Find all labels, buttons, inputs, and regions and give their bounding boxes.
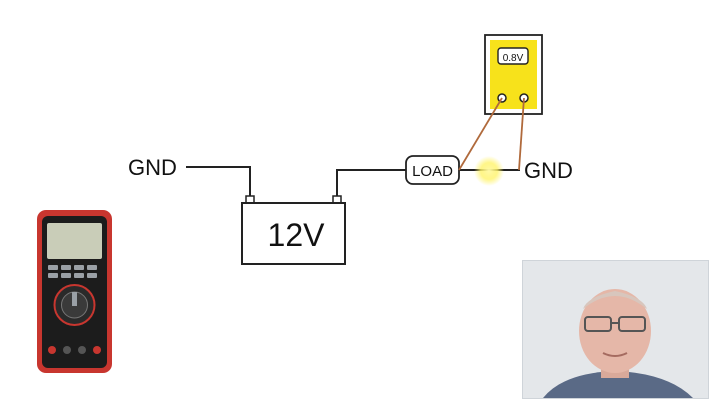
multimeter-button (87, 265, 97, 270)
presenter-hair (583, 291, 647, 309)
multimeter-button (61, 273, 71, 278)
multimeter-dial-pointer (72, 292, 77, 306)
presenter-webcam-icon (522, 260, 709, 399)
multimeter-button (74, 265, 84, 270)
probe-lead-black (518, 97, 525, 171)
multimeter-button (48, 273, 58, 278)
multimeter-jack-icon (48, 346, 56, 354)
multimeter-button (61, 265, 71, 270)
gnd-right-label: GND (524, 158, 573, 183)
wire-battery-to-load (336, 169, 406, 197)
multimeter-jack-icon (93, 346, 101, 354)
wire-left-gnd (186, 166, 251, 197)
multimeter-screen (47, 223, 102, 259)
probe-lead-red (458, 97, 503, 171)
presenter-head (579, 289, 651, 373)
battery-box (241, 202, 346, 265)
wiring (186, 166, 520, 197)
gnd-left-label: GND (128, 155, 177, 180)
battery-terminal-negative (245, 195, 255, 204)
multimeter-button (48, 265, 58, 270)
multimeter-button (74, 273, 84, 278)
presenter-illustration (523, 261, 708, 398)
probe-leads (458, 97, 525, 171)
presenter-shoulders (543, 371, 693, 398)
voltmeter-display (497, 47, 529, 65)
multimeter-jacks (48, 346, 101, 354)
multimeter-jack-icon (78, 346, 86, 354)
laser-pointer-highlight-icon (474, 156, 504, 186)
load-label: LOAD (412, 163, 453, 180)
presenter-mouth (602, 352, 628, 357)
multimeter-photo-icon (37, 210, 112, 373)
battery-label: 12V (268, 217, 326, 253)
voltmeter-reading: 0.8V (503, 53, 524, 64)
multimeter-button (87, 273, 97, 278)
multimeter-buttons (48, 265, 97, 278)
battery-terminal-positive (332, 195, 342, 204)
multimeter-jack-icon (63, 346, 71, 354)
